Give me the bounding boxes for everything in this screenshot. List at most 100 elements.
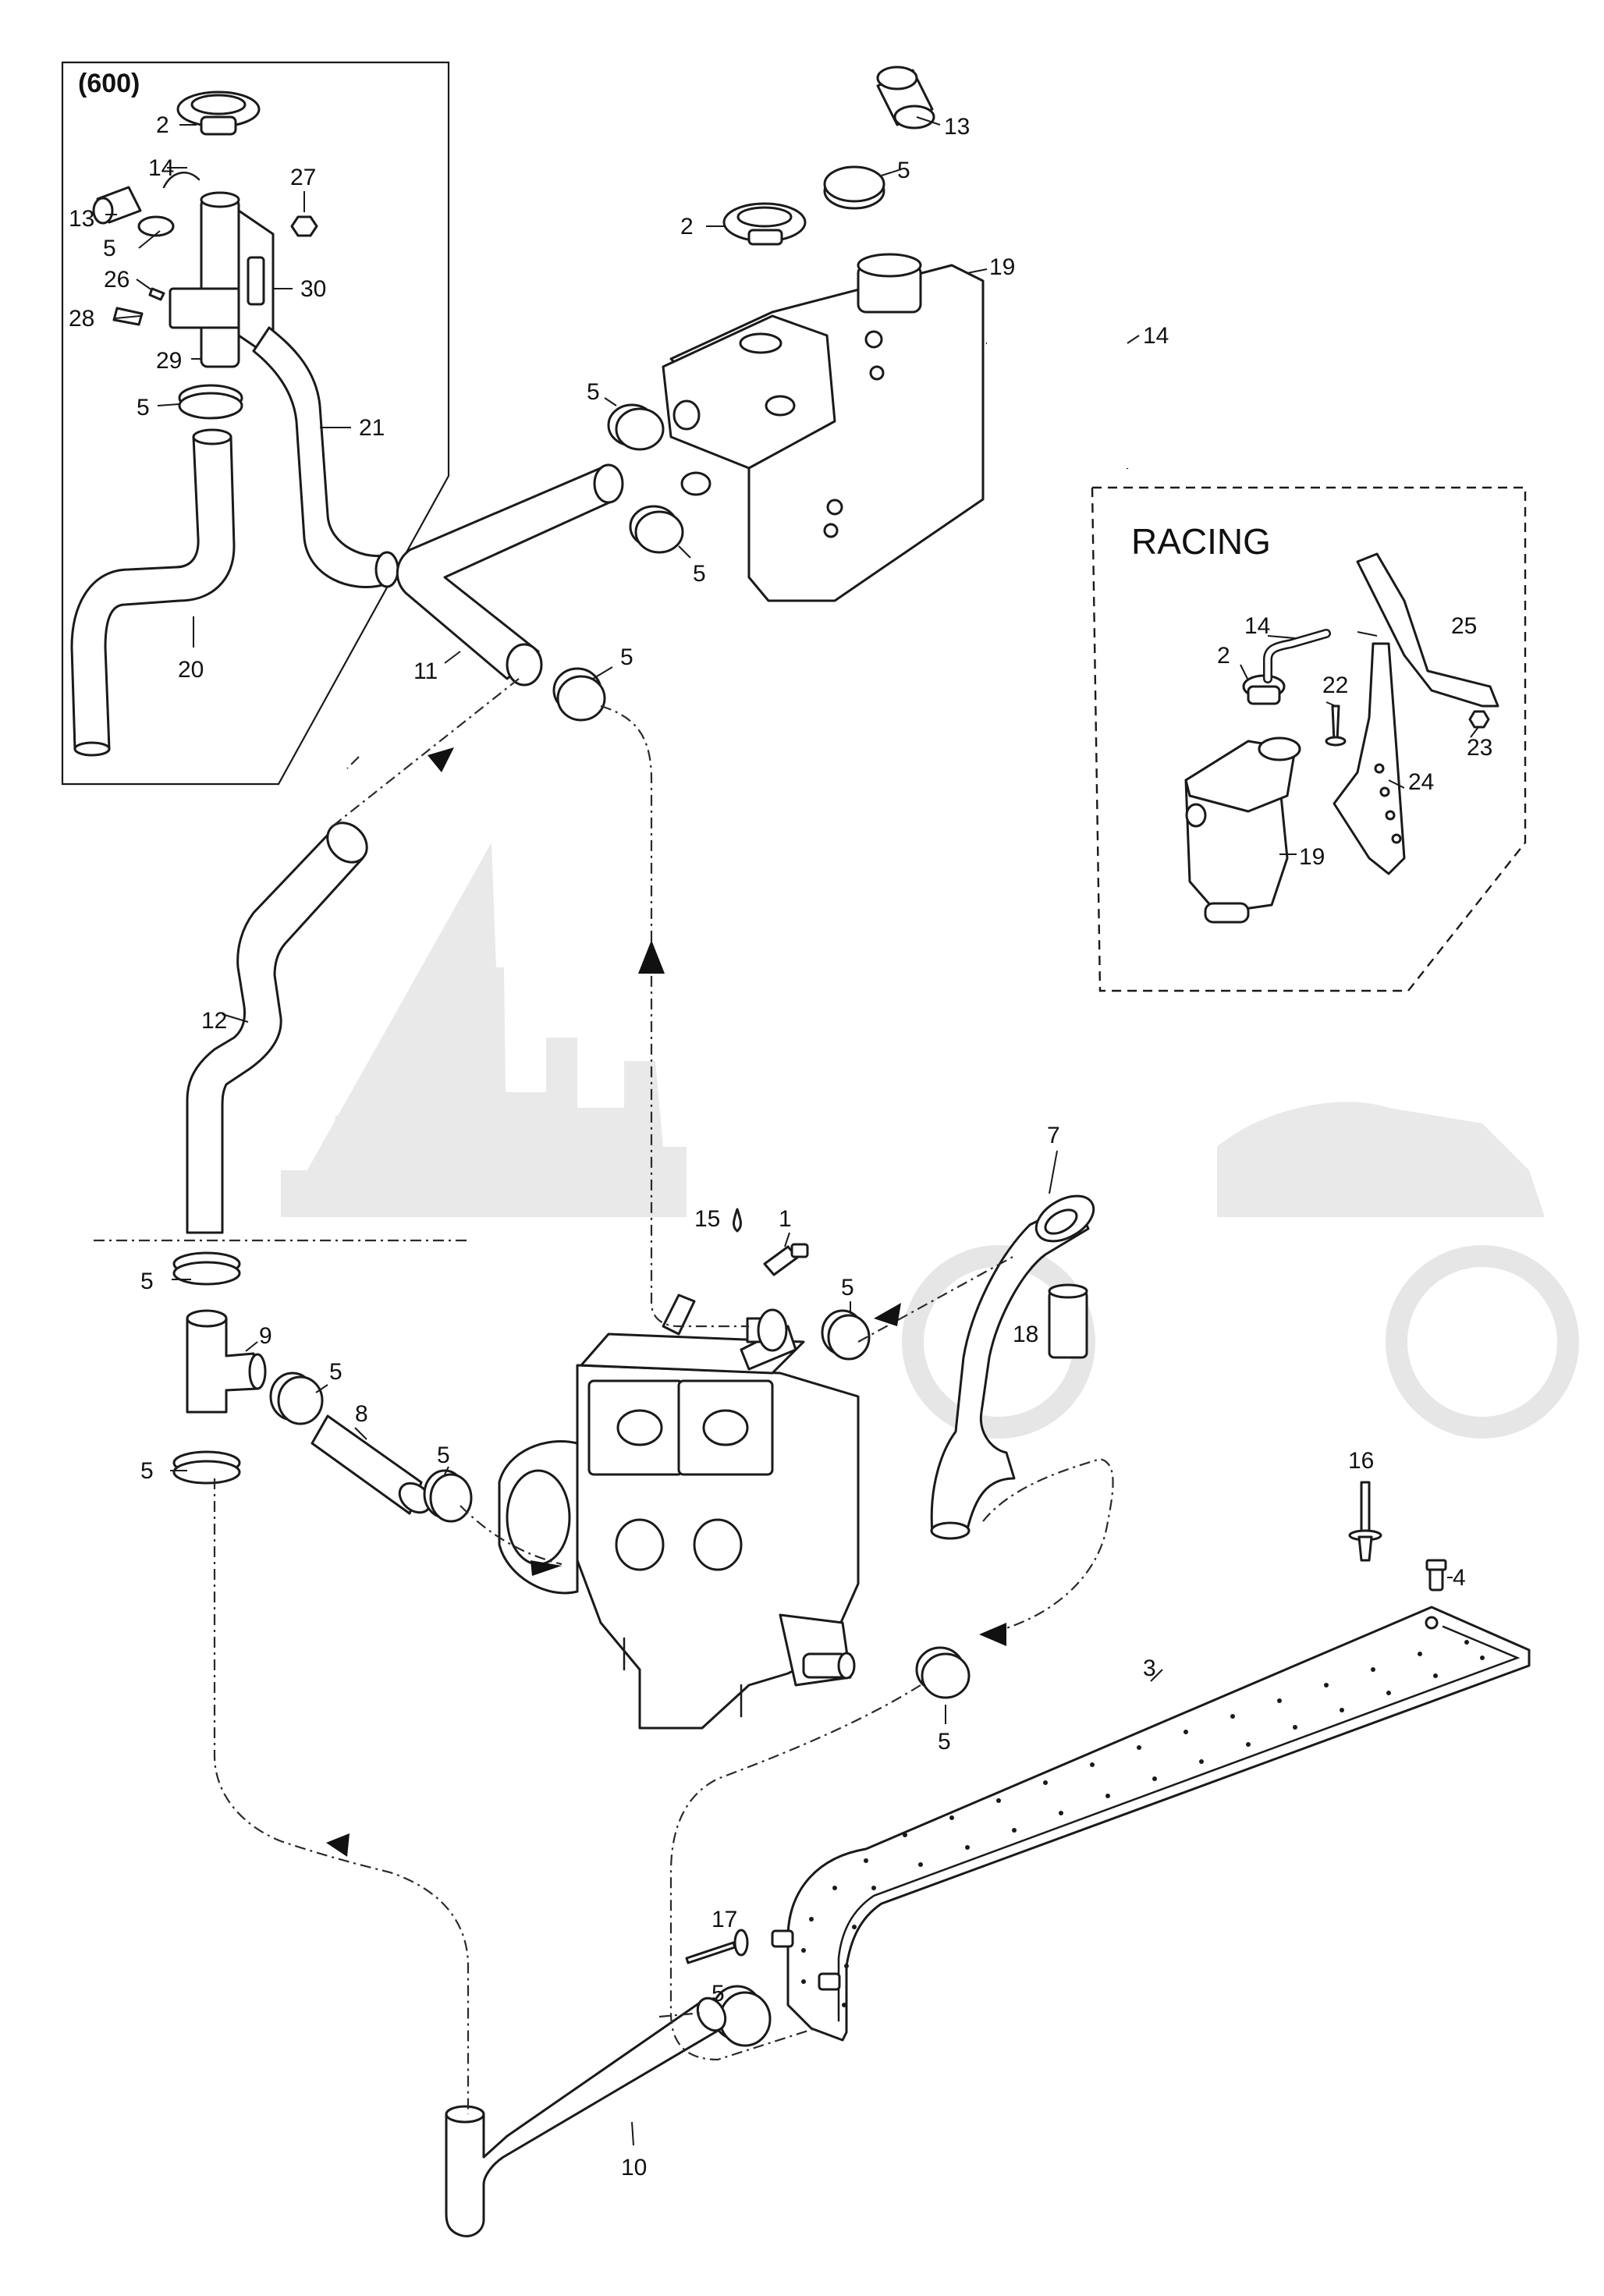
reservoir-cap <box>722 202 807 246</box>
flow-arrow <box>326 1833 350 1857</box>
callout-2: 2 <box>156 112 169 138</box>
overflow-tube <box>985 335 1129 470</box>
callout-19: 19 <box>1299 844 1325 870</box>
temperature-sensor <box>763 1243 809 1276</box>
hose-clamp <box>552 667 606 722</box>
heat-exchanger <box>786 1606 1531 2042</box>
callout-30: 30 <box>300 276 326 302</box>
callout-5: 5 <box>329 1359 342 1385</box>
callout-2: 2 <box>1217 643 1230 669</box>
callout-1: 1 <box>779 1206 792 1232</box>
engine <box>498 1293 860 1730</box>
filler-neck <box>169 191 275 368</box>
callout-16: 16 <box>1348 1448 1374 1474</box>
callout-5: 5 <box>137 395 150 421</box>
callout-2: 2 <box>680 214 694 240</box>
bleed-fitting <box>1425 1559 1447 1592</box>
callout-5: 5 <box>437 1443 450 1468</box>
flow-arrow <box>874 1303 901 1326</box>
callout-12: 12 <box>201 1008 227 1034</box>
callout-8: 8 <box>355 1401 368 1427</box>
short-hose <box>876 66 935 130</box>
callout-7: 7 <box>1047 1123 1060 1148</box>
inset-racing: RACING 14 2 <box>1091 486 1527 992</box>
screw <box>148 287 165 301</box>
hose-11 <box>396 467 618 680</box>
callout-29: 29 <box>156 348 182 374</box>
rivet-row <box>801 1640 1485 2007</box>
coolant-flow-path <box>94 678 1114 2114</box>
callout-19: 19 <box>989 254 1015 280</box>
coolant-reservoir <box>662 253 985 602</box>
callout-20: 20 <box>178 657 204 683</box>
sleeve <box>1048 1283 1088 1359</box>
racing-title: RACING <box>1131 521 1271 562</box>
callout-5: 5 <box>897 158 910 183</box>
callout-15: 15 <box>694 1206 720 1232</box>
callout-27: 27 <box>290 165 316 190</box>
callout-22: 22 <box>1322 672 1348 698</box>
callout-5: 5 <box>693 561 706 587</box>
radiator-cap <box>176 90 261 136</box>
callout-14: 14 <box>1143 323 1169 349</box>
callout-5: 5 <box>620 644 633 670</box>
vent-tube <box>162 172 200 189</box>
hose-8 <box>311 1414 423 1515</box>
callout-13: 13 <box>69 206 94 232</box>
hose-clamp <box>269 1372 324 1425</box>
hose-clamp <box>607 403 665 451</box>
callout-18: 18 <box>1013 1322 1038 1347</box>
heat-exchanger-fitting <box>771 1929 794 1948</box>
callout-14: 14 <box>1244 613 1270 639</box>
hose-clamp <box>823 165 885 210</box>
callout-5: 5 <box>938 1729 951 1755</box>
hose-12 <box>186 829 364 1234</box>
callout-10: 10 <box>621 2155 647 2181</box>
callout-3: 3 <box>1143 1655 1156 1681</box>
hose-clamp <box>178 384 243 420</box>
nut <box>290 215 318 237</box>
hose-clamp <box>423 1469 473 1523</box>
heat-exchanger-fitting <box>818 1972 841 1991</box>
hose-10 <box>445 2000 723 2237</box>
push-rivet <box>1348 1481 1382 1562</box>
callout-11: 11 <box>413 658 438 684</box>
flow-arrow <box>531 1560 562 1576</box>
hose-clamp <box>172 1450 241 1485</box>
inset-600-title: (600) <box>78 69 140 98</box>
flow-arrow <box>428 747 454 772</box>
racing-cap <box>1242 674 1286 705</box>
overflow-tube-inner <box>986 333 1131 468</box>
callout-5: 5 <box>103 236 116 261</box>
hose-clamp <box>821 1309 871 1361</box>
inset-600: (600) <box>61 61 450 786</box>
callout-26: 26 <box>104 267 130 293</box>
callout-17: 17 <box>712 1907 737 1932</box>
hose-clamp <box>172 1251 241 1286</box>
callout-28: 28 <box>69 306 94 332</box>
small-hose <box>92 186 142 225</box>
callout-13: 13 <box>944 114 970 140</box>
hose-clamp <box>629 505 684 554</box>
callout-24: 24 <box>1408 769 1434 795</box>
callout-14: 14 <box>148 155 174 181</box>
watermark <box>281 843 1579 1439</box>
hose-20 <box>70 435 236 751</box>
callout-5: 5 <box>140 1269 154 1294</box>
hose-7 <box>930 1200 1090 1535</box>
callout-5: 5 <box>587 379 600 405</box>
callout-5: 5 <box>841 1275 854 1301</box>
hose-21 <box>252 326 392 588</box>
flow-arrow <box>638 940 665 974</box>
callout-21: 21 <box>359 415 385 441</box>
push-rivet <box>685 1929 749 1964</box>
callout-5: 5 <box>140 1458 154 1484</box>
hose-clamp <box>915 1646 971 1699</box>
callout-9: 9 <box>259 1323 272 1349</box>
sealant-drop <box>733 1208 742 1233</box>
hose-clamp <box>137 215 175 237</box>
callout-25: 25 <box>1451 613 1477 639</box>
callout-4: 4 <box>1453 1565 1466 1591</box>
flow-arrow <box>979 1623 1006 1646</box>
